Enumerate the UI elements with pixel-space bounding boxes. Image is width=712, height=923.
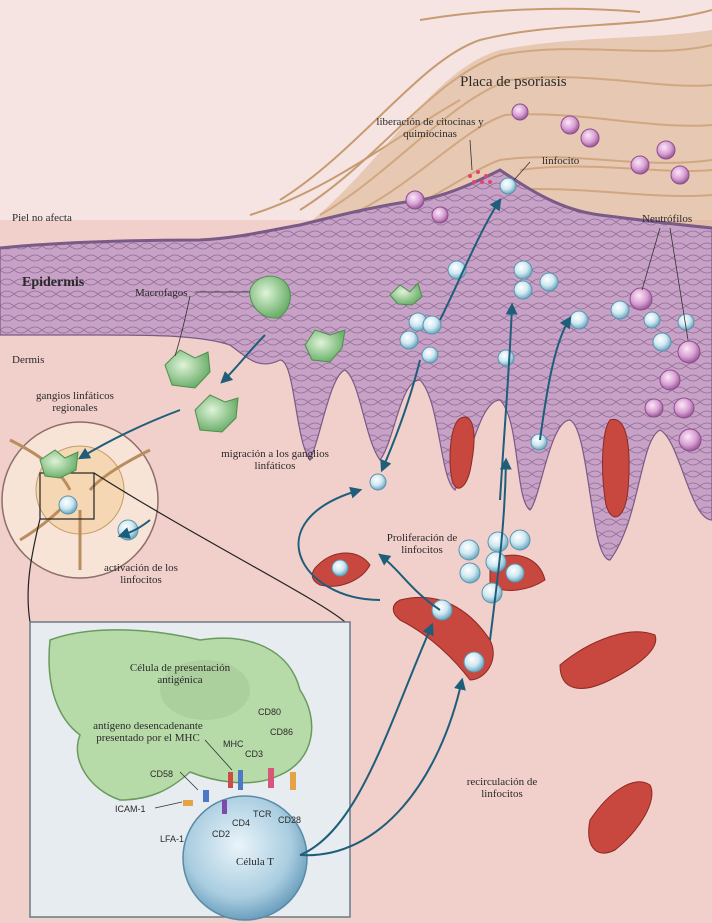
label-neutrofilos: Neutrófilos: [642, 213, 693, 225]
label-placa: Placa de psoriasis: [460, 74, 567, 90]
label-mhc: MHC: [223, 739, 244, 749]
label-cd2: CD2: [212, 829, 231, 839]
label-cd28: CD28: [278, 815, 302, 825]
label-antigeno: antígeno desencadenante presentado por e…: [93, 720, 203, 744]
neutrophils: [405, 103, 702, 452]
migration-arrows: [77, 198, 572, 857]
label-activacion: activación de los linfocitos: [104, 562, 178, 586]
leader-lines: [154, 139, 689, 809]
label-proliferacion: Proliferación de linfocitos: [386, 532, 458, 556]
label-tcr: TCR: [253, 809, 272, 819]
t-cell: [182, 795, 308, 921]
receptors: [183, 768, 296, 814]
scale-mass: [300, 30, 712, 230]
label-cd3: CD3: [245, 749, 264, 759]
cytokine-burst: [468, 170, 492, 184]
label-liberacion: liberación de citocinas y quimiocinas: [376, 116, 484, 140]
label-icam1: ICAM-1: [115, 804, 146, 814]
label-cd86: CD86: [270, 727, 294, 737]
label-celula-presentacion: Célula de presentación antigénica: [129, 662, 231, 686]
label-celula-t: Célula T: [236, 856, 274, 868]
label-migracion: migración a los ganglios linfáticos: [221, 448, 329, 472]
label-epidermis: Epidermis: [22, 275, 85, 290]
label-piel-no-afecta: Piel no afecta: [12, 212, 72, 224]
label-recirculacion: recirculación de linfocitos: [466, 776, 538, 800]
label-cd58: CD58: [150, 769, 174, 779]
label-dermis: Dermis: [12, 354, 45, 366]
macrophages: [39, 275, 423, 479]
label-cd80: CD80: [258, 707, 282, 717]
label-lfa1: LFA-1: [160, 834, 185, 844]
label-ganglios: gangios linfáticos regionales: [36, 390, 114, 414]
label-macrofagos: Macrofagos: [135, 287, 188, 299]
label-linfocito: linfocito: [542, 155, 580, 167]
label-cd4: CD4: [232, 818, 251, 828]
